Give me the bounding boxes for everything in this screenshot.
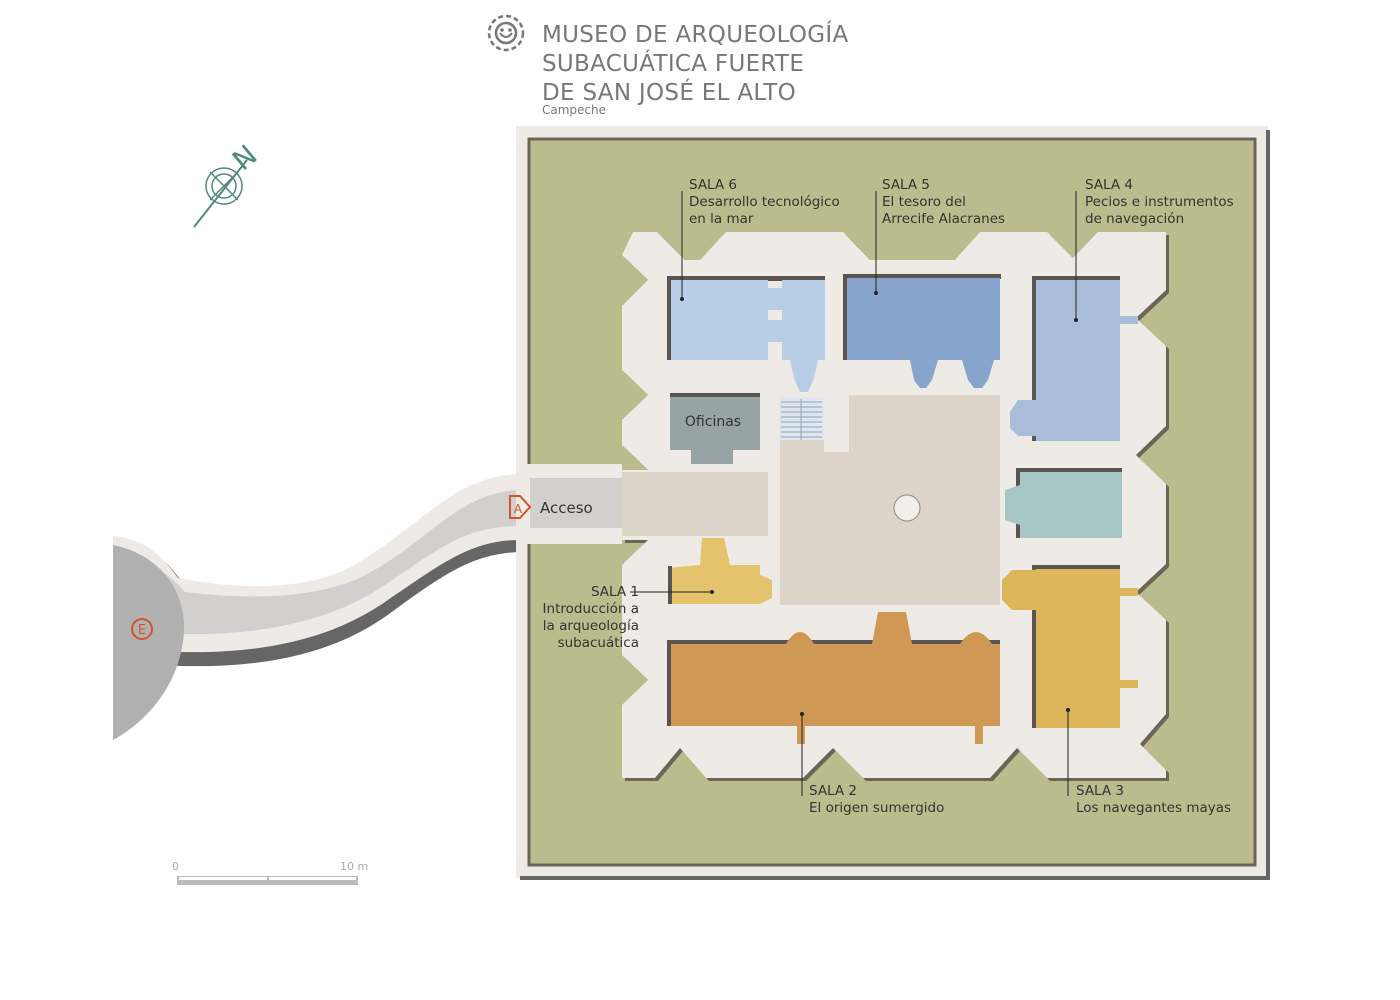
sala-3-title: SALA 3: [1076, 783, 1124, 799]
sala-6-title: SALA 6: [689, 177, 737, 193]
staircase[interactable]: [779, 397, 824, 440]
sala-4-desc-2: de navegación: [1085, 211, 1184, 227]
teal-room[interactable]: [1005, 468, 1122, 538]
sala-6-room[interactable]: [667, 276, 825, 392]
north-label: N: [226, 138, 263, 177]
sala-5-title: SALA 5: [882, 177, 930, 193]
sala-1-desc-1: Introducción a: [543, 601, 639, 617]
scale-end-label: 10 m: [340, 860, 368, 873]
north-arrow-icon: N: [193, 138, 263, 228]
exit-marker-label: E: [138, 623, 146, 638]
scale-bar: 0 10 m: [172, 860, 368, 885]
sala-4-label: SALA 4 Pecios e instrumentos de navegaci…: [1085, 177, 1234, 227]
sala-6-desc-1: Desarrollo tecnológico: [689, 194, 840, 210]
exit-area: E: [113, 545, 185, 740]
sala-1-desc-3: subacuática: [558, 635, 639, 651]
sala-5-desc-1: El tesoro del: [882, 194, 966, 210]
sala-2-room[interactable]: [667, 612, 1000, 744]
sala-1-label: SALA 1 Introducción a la arqueología sub…: [543, 584, 639, 651]
sala-2-desc-1: El origen sumergido: [809, 800, 944, 816]
entrance-marker-label: A: [514, 502, 523, 516]
access-path: [113, 474, 524, 667]
offices-label: Oficinas: [685, 414, 741, 430]
courtyard-cistern-icon: [893, 494, 921, 522]
museum-title-line-3: DE SAN JOSÉ EL ALTO: [542, 78, 796, 106]
entrance-label: Acceso: [540, 499, 593, 517]
sala-2-title: SALA 2: [809, 783, 857, 799]
entrance-marker-icon[interactable]: A: [509, 495, 532, 519]
sala-3-room[interactable]: [1002, 565, 1138, 728]
sala-6-desc-2: en la mar: [689, 211, 754, 227]
sala-5-desc-2: Arrecife Alacranes: [882, 211, 1005, 227]
sala-1-room[interactable]: [668, 538, 772, 604]
mayan-glyph-logo-icon: [487, 14, 525, 52]
offices-room[interactable]: Oficinas: [670, 393, 760, 464]
sala-4-desc-1: Pecios e instrumentos: [1085, 194, 1234, 210]
entrance-hall[interactable]: [622, 472, 768, 536]
sala-1-title: SALA 1: [591, 584, 639, 600]
sala-1-desc-2: la arqueología: [543, 618, 639, 634]
museum-title-line-1: MUSEO DE ARQUEOLOGÍA: [542, 20, 849, 48]
scale-start-label: 0: [172, 860, 179, 873]
museum-subtitle: Campeche: [542, 103, 606, 117]
sala-5-label: SALA 5 El tesoro del Arrecife Alacranes: [882, 177, 1005, 227]
sala-2-label: SALA 2 El origen sumergido: [809, 783, 944, 816]
sala-6-label: SALA 6 Desarrollo tecnológico en la mar: [689, 177, 840, 227]
museum-logo: [487, 14, 525, 52]
leader-lines: [630, 191, 1078, 796]
sala-3-label: SALA 3 Los navegantes mayas: [1076, 783, 1231, 816]
sala-5-room[interactable]: [843, 274, 1001, 388]
central-courtyard[interactable]: [780, 395, 1000, 605]
museum-title-line-2: SUBACUÁTICA FUERTE: [542, 49, 804, 77]
entrance-passage: [530, 478, 622, 528]
sala-4-title: SALA 4: [1085, 177, 1133, 193]
sala-3-desc-1: Los navegantes mayas: [1076, 800, 1231, 816]
